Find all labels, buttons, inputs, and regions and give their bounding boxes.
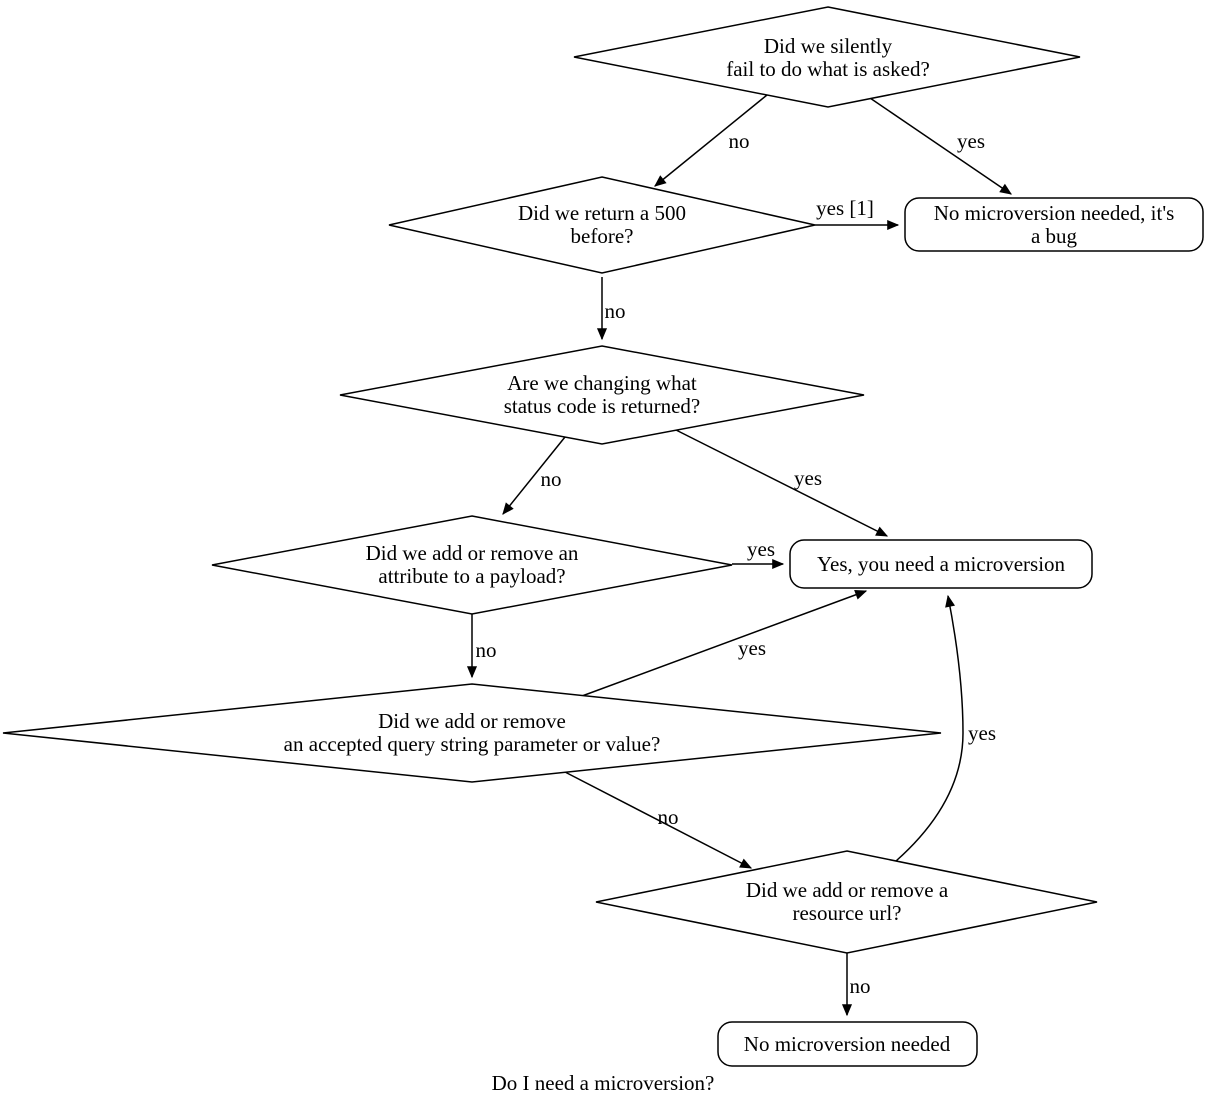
decision-query-string: Did we add or remove an accepted query s… [2,683,942,783]
decision-return-500-label-line1: Did we return a 500 [518,201,686,225]
decision-return-500-shape [388,176,816,274]
graph-title: Do I need a microversion? [492,1071,715,1095]
edge-silent-fail-to-return-500: no [654,94,768,187]
edge-label-no: no [541,467,562,491]
edge-label-no: no [658,805,679,829]
edge-label-no: no [729,129,750,153]
decision-resource-url: Did we add or remove a resource url? [595,850,1098,954]
terminal-no-microversion-bug-label-line1: No microversion needed, it's [934,201,1175,225]
edge-resource-url-to-need-microversion: yes [895,594,996,862]
terminal-no-microversion-shape [717,1021,978,1067]
decision-status-code-shape [339,345,865,445]
terminal-no-microversion-bug-shape [904,197,1204,252]
terminal-no-microversion-bug: No microversion needed, it's a bug [904,197,1204,252]
decision-silent-fail-shape [573,6,1081,108]
terminal-no-microversion-bug-label-line2: a bug [1031,224,1078,248]
decision-query-string-label-line2: an accepted query string parameter or va… [284,732,661,756]
edge-label-no: no [850,974,871,998]
decision-return-500-label-line2: before? [571,224,634,248]
decision-silent-fail-label-line1: Did we silently [764,34,893,58]
edge-resource-url-to-need-microversion-line [895,594,964,862]
terminal-need-microversion-shape [789,539,1093,589]
decision-silent-fail: Did we silently fail to do what is asked… [573,6,1081,108]
decision-payload-attribute-label-line1: Did we add or remove an [366,541,579,565]
decision-query-string-label-line1: Did we add or remove [378,709,566,733]
edge-query-param-to-resource-url: no [564,771,753,869]
edge-query-param-to-resource-url-line [564,771,753,869]
decision-silent-fail-label-line2: fail to do what is asked? [726,57,930,81]
terminal-no-microversion: No microversion needed [717,1021,978,1067]
decision-resource-url-label-line2: resource url? [792,901,901,925]
edge-label-yes: yes [738,636,766,660]
decision-payload-attribute: Did we add or remove an attribute to a p… [211,515,733,615]
decision-query-string-shape [2,683,942,783]
edge-silent-fail-to-bug: yes [869,97,1012,195]
edge-label-yes: yes [794,466,822,490]
edge-query-param-to-need-microversion: yes [581,590,868,697]
edge-payload-attr-to-query-param: no [466,614,497,679]
edge-resource-url-to-no-microversion: no [841,953,871,1017]
terminal-need-microversion-label: Yes, you need a microversion [817,552,1066,576]
decision-payload-attribute-label-line2: attribute to a payload? [378,564,565,588]
decision-status-code-label-line2: status code is returned? [504,394,701,418]
decision-resource-url-label-line1: Did we add or remove a [746,878,949,902]
edge-label-yes: yes [957,129,985,153]
edge-return-500-to-bug: yes [1] [815,196,900,231]
edge-label-no: no [605,299,626,323]
edge-label-yes: yes [747,537,775,561]
decision-status-code-label-line1: Are we changing what [507,371,697,395]
edge-label-yes-1: yes [1] [816,196,874,220]
decision-return-500: Did we return a 500 before? [388,176,816,274]
edge-return-500-to-status-code: no [596,277,626,341]
terminal-no-microversion-label: No microversion needed [744,1032,951,1056]
edge-status-code-to-payload-attr-line [502,436,566,515]
decision-payload-attribute-shape [211,515,733,615]
edge-label-no: no [476,638,497,662]
edge-silent-fail-to-bug-line [869,97,1012,195]
edge-status-code-to-need-microversion: yes [675,429,889,537]
edge-payload-attr-to-need-microversion: yes [732,537,785,570]
edge-query-param-to-need-microversion-line [581,590,868,697]
edge-status-code-to-need-microversion-line [675,429,889,537]
edge-silent-fail-to-return-500-line [654,94,768,187]
edge-status-code-to-payload-attr: no [502,436,566,515]
terminal-need-microversion: Yes, you need a microversion [789,539,1093,589]
decision-status-code: Are we changing what status code is retu… [339,345,865,445]
edge-label-yes: yes [968,721,996,745]
decision-resource-url-shape [595,850,1098,954]
